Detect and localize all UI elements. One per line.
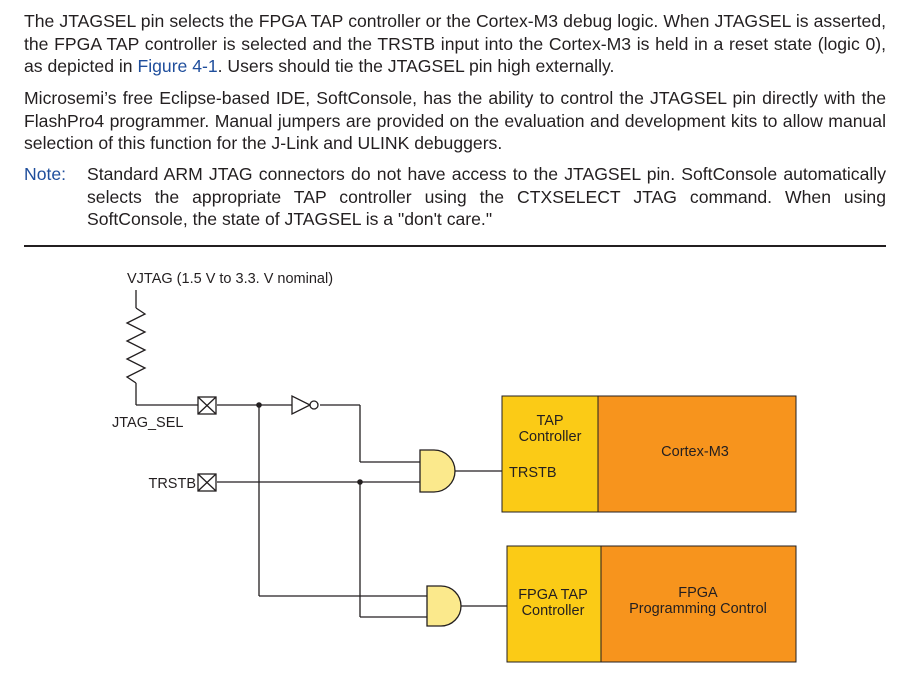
- note-text: Standard ARM JTAG connectors do not have…: [87, 164, 886, 229]
- jtag-sel-label: JTAG_SEL: [112, 415, 183, 431]
- trstb-input-label: TRSTB: [509, 465, 557, 481]
- and-gate-upper: [419, 449, 456, 493]
- cortex-m3-label: Cortex-M3: [661, 444, 729, 460]
- paragraph-text: The JTAGSEL pin selects the FPGA TAP con…: [24, 11, 886, 76]
- section-divider: [24, 245, 886, 247]
- fpga-tap-controller-block: [506, 545, 602, 663]
- pullup-resistor: [125, 307, 147, 384]
- trstb-pad: [197, 473, 217, 492]
- jtag-sel-pad: [197, 396, 217, 415]
- wire-junction: [357, 479, 363, 485]
- cortex-m3-block: [597, 395, 797, 513]
- fpga-tap-controller-label: Controller: [522, 603, 585, 619]
- trstb-pin-label: TRSTB: [148, 476, 196, 492]
- inverter-gate: [291, 394, 319, 416]
- tap-controller-block: [501, 395, 599, 513]
- fpga-programming-control-label: Programming Control: [629, 601, 767, 617]
- paragraph-softconsole: Microsemi’s free Eclipse-based IDE, Soft…: [24, 88, 886, 153]
- fpga-programming-control-block: [600, 545, 797, 663]
- figure-link[interactable]: Figure 4-1: [137, 56, 218, 76]
- and-gate-lower: [426, 585, 462, 627]
- note-label: Note:: [24, 164, 67, 184]
- paragraph-jtagsel-description: The JTAGSEL pin selects the FPGA TAP con…: [24, 10, 886, 78]
- tap-controller-label: TAP: [536, 413, 563, 429]
- fpga-tap-controller-label: FPGA TAP: [518, 587, 588, 603]
- vjtag-label: VJTAG (1.5 V to 3.3. V nominal): [127, 271, 333, 287]
- wires: [125, 290, 507, 618]
- fpga-programming-control-label: FPGA: [678, 585, 718, 601]
- wire-junction: [256, 402, 262, 408]
- tap-controller-label: Controller: [519, 429, 582, 445]
- paragraph-text: . Users should tie the JTAGSEL pin high …: [217, 56, 615, 76]
